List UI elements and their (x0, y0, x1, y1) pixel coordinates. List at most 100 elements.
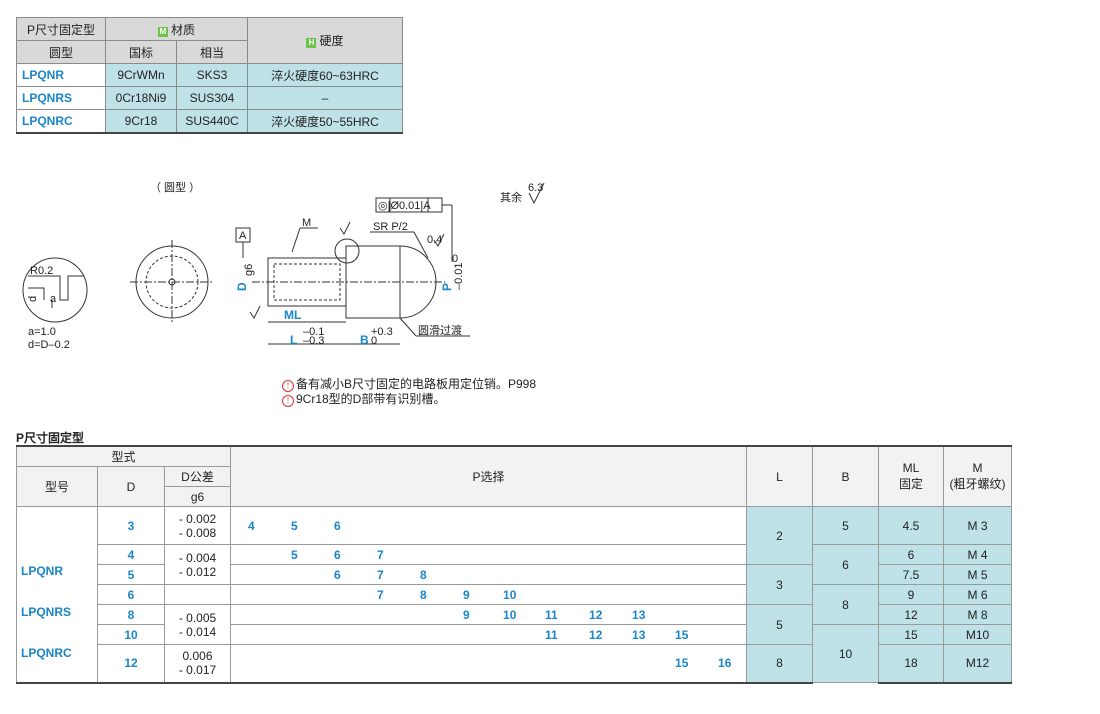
d-value: 10 (97, 624, 165, 645)
material-gb: 9CrWMn (105, 63, 177, 87)
d-tolerance: - 0.002- 0.008 (163, 506, 232, 545)
l-value: 2 (746, 506, 814, 565)
p-option: 11 (545, 607, 558, 622)
b-tol-bot: 0 (371, 335, 377, 347)
roughness-04: 0.4 (427, 234, 442, 246)
technical-drawing: （ 圆型 ） R0.2 d a a=1.0 d=D–0.2 A D g6 (22, 180, 545, 351)
l-tol-top: –0.1 (303, 326, 324, 338)
material-model: LPQNRC (16, 109, 106, 134)
l-tol-bot: –0.3 (303, 335, 324, 347)
p-option: 6 (334, 547, 341, 562)
ml-dim-label: ML (284, 308, 301, 322)
material-hardness: – (247, 86, 403, 110)
header-eq: 相当 (176, 40, 248, 64)
smooth-label: 圆滑过渡 (418, 323, 462, 337)
header-b: B (812, 445, 880, 507)
p-option: 7 (377, 547, 384, 562)
p-option: 12 (589, 607, 603, 622)
side-view: A D g6 P 0 –0.01 ML L –0.1 –0.3 B +0.3 0… (235, 182, 545, 347)
model-name: LPQNR (21, 564, 63, 578)
header-form: 型式 (15, 445, 232, 467)
p-select: 15 16 (230, 644, 748, 684)
end-view (130, 240, 214, 324)
p-option: 9 (463, 607, 470, 622)
ml-value: 18 (878, 644, 945, 684)
b-dim-label: B (360, 333, 369, 347)
d-tolerance: 0.006- 0.017 (163, 644, 232, 684)
header-gb: 国标 (105, 40, 177, 64)
header-type: P尺寸固定型 (16, 17, 106, 41)
material-eq: SKS3 (176, 63, 248, 87)
ml-value: 6 (878, 544, 945, 565)
d-value: 12 (97, 644, 165, 684)
tol-frame: ◎|Ø0.01|A (378, 200, 431, 212)
p-option: 6 (334, 518, 341, 533)
model-name: LPQNRC (21, 646, 72, 660)
p-select: 5 6 7 (230, 544, 748, 565)
p-option: 6 (334, 567, 341, 582)
p-option: 7 (377, 587, 384, 602)
p-option: 13 (632, 607, 646, 622)
header-p: P选择 (230, 445, 748, 507)
b-value: 8 (812, 584, 880, 625)
p-option: 9 (463, 587, 470, 602)
l-dim-label: L (290, 333, 297, 347)
info-icon: ! (282, 380, 294, 392)
p-option: 10 (503, 607, 517, 622)
material-eq: SUS304 (176, 86, 248, 110)
rest-value: 6.3 (528, 182, 543, 194)
ml-value: 9 (878, 584, 945, 605)
p-option: 5 (291, 518, 298, 533)
l-value: 5 (746, 604, 814, 645)
m-value: M 3 (943, 506, 1013, 545)
round-type-label: （ 圆型 ） (150, 180, 200, 194)
l-value: 8 (746, 644, 814, 684)
p-option: 10 (503, 587, 517, 602)
p-tol-bot: –0.01 (453, 262, 465, 290)
b-value: 6 (812, 544, 880, 585)
ml-value: 7.5 (878, 564, 945, 585)
p-option: 15 (675, 656, 689, 671)
detail-r-label: R0.2 (30, 265, 53, 277)
m-value: M 5 (943, 564, 1013, 585)
material-gb: 9Cr18 (105, 109, 177, 134)
model-name: LPQNRS (21, 605, 72, 619)
p-select: 9 10 11 12 13 (230, 604, 748, 625)
notes: !备有减小B尺寸固定的电路板用定位销。P998 !9Cr18型的D部带有识别槽。 (282, 377, 536, 407)
m-value: M 4 (943, 544, 1013, 565)
rest-label: 其余 (500, 190, 522, 204)
model-cell: LPQNR LPQNRS LPQNRC (16, 506, 98, 684)
d-tolerance (163, 584, 232, 605)
ml-value: 12 (878, 604, 945, 625)
material-gb: 0Cr18Ni9 (105, 86, 177, 110)
p-option: 8 (420, 567, 427, 582)
material-hardness: 淬火硬度50~55HRC (247, 109, 403, 134)
ml-value: 15 (878, 624, 945, 645)
d-sub-label: g6 (243, 264, 255, 276)
header-dtol: D公差 (163, 466, 232, 487)
note-item: !9Cr18型的D部带有识别槽。 (282, 392, 536, 407)
material-hardness: 淬火硬度60~63HRC (247, 63, 403, 87)
p-tol-top: 0 (452, 253, 458, 265)
p-option: 7 (377, 567, 384, 582)
datum-a-label: A (239, 230, 247, 242)
p-option: 4 (248, 518, 255, 533)
p-option: 15 (675, 627, 689, 642)
b-value: 10 (812, 624, 880, 683)
a-note: a=1.0 (28, 326, 56, 338)
material-model: LPQNRS (16, 86, 106, 110)
material-eq: SUS440C (176, 109, 248, 134)
d-tolerance: - 0.004- 0.012 (163, 544, 232, 585)
material-model: LPQNR (16, 63, 106, 87)
m-value: M 8 (943, 604, 1013, 625)
p-option: 16 (718, 656, 732, 671)
detail-a-label: a (50, 293, 57, 305)
d-value: 8 (97, 604, 165, 625)
m-value: M 6 (943, 584, 1013, 605)
header-d: D (97, 466, 165, 507)
p-dim-label: P (440, 283, 454, 291)
p-select: 11 12 13 15 (230, 624, 748, 645)
